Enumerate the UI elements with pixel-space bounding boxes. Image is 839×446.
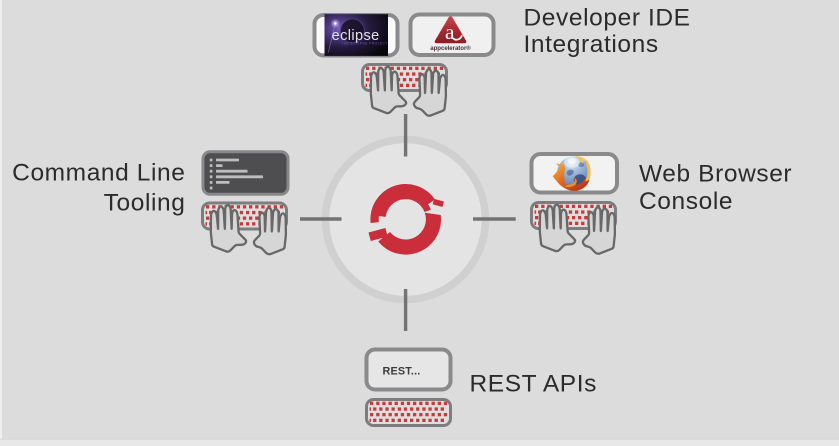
svg-text:Developer IDE: Developer IDE	[524, 5, 691, 32]
svg-text:Tooling: Tooling	[104, 190, 186, 217]
svg-text:Console: Console	[639, 188, 733, 215]
svg-text:REST...: REST...	[383, 366, 421, 378]
svg-text:Command Line: Command Line	[12, 160, 185, 187]
svg-text:THE ECLIPSE PROJECT: THE ECLIPSE PROJECT	[341, 42, 388, 46]
svg-text:Web Browser: Web Browser	[639, 161, 792, 188]
svg-text:a: a	[445, 20, 455, 44]
svg-text:eclipse: eclipse	[332, 28, 380, 44]
svg-text:appcelerator®: appcelerator®	[430, 45, 471, 52]
svg-text:REST APIs: REST APIs	[470, 371, 598, 398]
svg-text:Integrations: Integrations	[524, 31, 659, 58]
